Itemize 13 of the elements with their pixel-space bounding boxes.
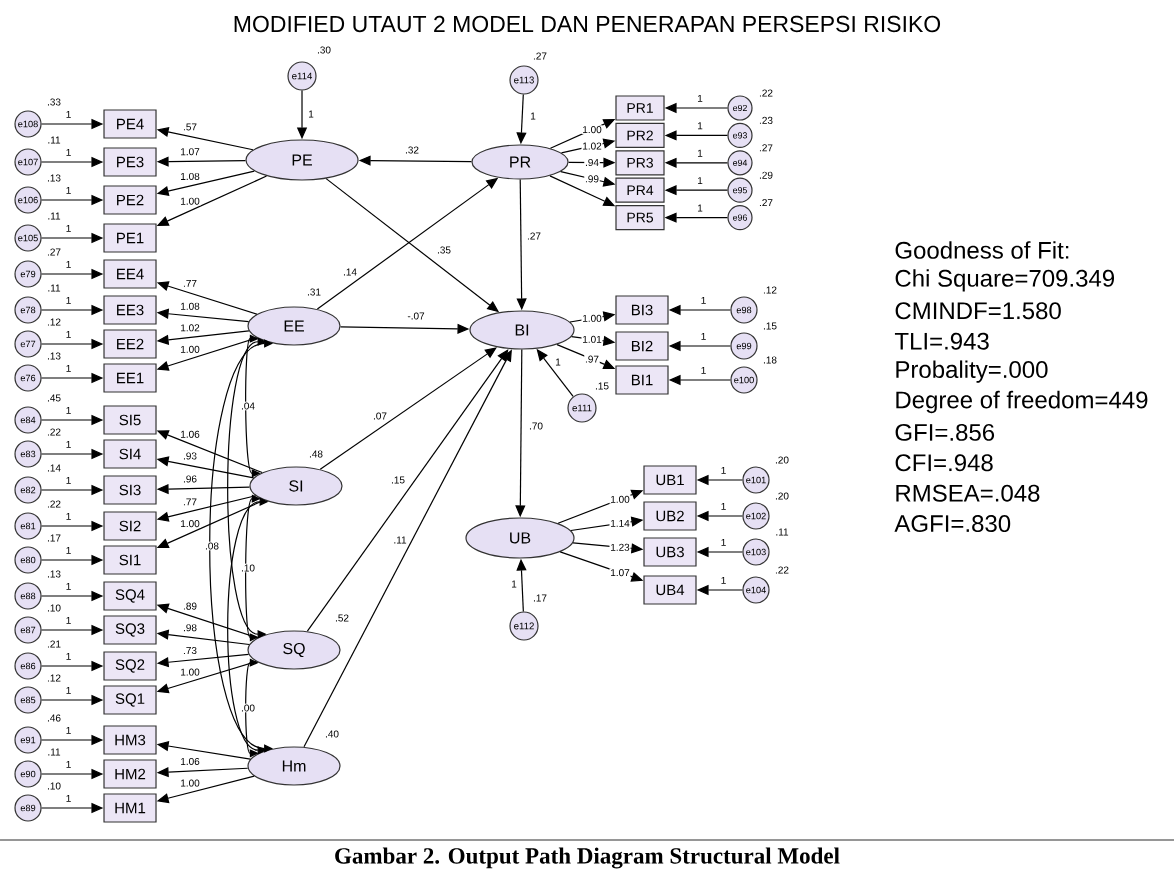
fit-statistic: Probality=.000 — [896, 360, 1048, 383]
fit-statistic: CMINDF=1.580 — [895, 302, 1061, 320]
fit-statistic: AGFI=.830 — [894, 515, 1011, 533]
fit-statistic: Degree of freedom=449 — [896, 390, 1148, 414]
arrow — [319, 347, 497, 470]
fit-statistic: GFI=.856 — [895, 423, 995, 441]
fit-statistic: CFI=.948 — [895, 454, 993, 472]
fit-statistic: Chi Square=709.349 — [895, 269, 1115, 292]
fit-statistic: RMSEA=.048 — [896, 484, 1040, 502]
fit-statistic: TLI=.943 — [894, 332, 989, 350]
caption: Gambar 2. Output Path Diagram Structural Model — [335, 847, 840, 869]
title: MODIFIED UTAUT 2 MODEL DAN PENERAPAN PERSEPSI RISIKO — [234, 15, 941, 33]
fit-heading: Goodness of Fit: — [895, 241, 1069, 259]
